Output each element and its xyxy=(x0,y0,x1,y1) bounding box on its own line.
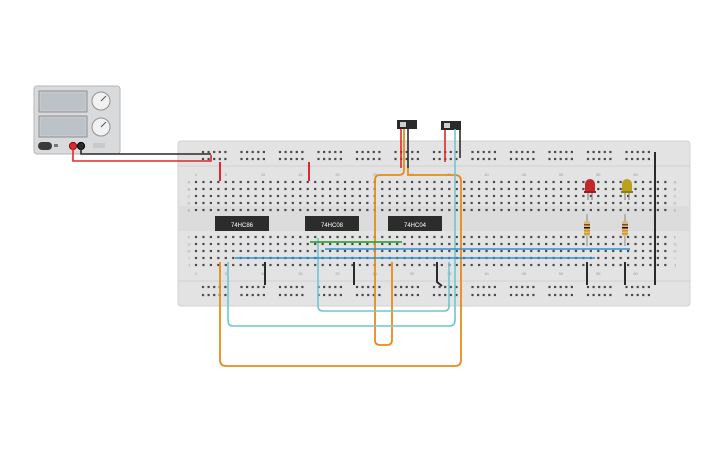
wire-orange-a[interactable] xyxy=(374,129,405,346)
column-number: 60 xyxy=(633,271,638,276)
column-number: 55 xyxy=(596,271,601,276)
column-number: 40 xyxy=(484,271,489,276)
power-switch[interactable] xyxy=(38,142,52,150)
column-number: 60 xyxy=(633,172,638,177)
row-letter: E xyxy=(674,208,677,213)
wire-cyan-b[interactable] xyxy=(317,238,450,312)
row-letter: F xyxy=(188,235,191,240)
column-number: 25 xyxy=(373,172,378,177)
column-number: 10 xyxy=(261,271,266,276)
column-number: 15 xyxy=(298,271,303,276)
row-letter: G xyxy=(673,242,676,247)
rail-plus-label: + xyxy=(203,293,206,298)
column-number: 45 xyxy=(522,172,527,177)
chip-74hc08[interactable]: 74HC08 xyxy=(305,216,359,231)
chip-label-74hc04: 74HC04 xyxy=(404,223,427,229)
column-number: 1 xyxy=(195,172,198,177)
chip-74hc04[interactable]: 74HC04 xyxy=(388,216,442,231)
wire-black-ground[interactable] xyxy=(80,146,211,155)
wire-cyan-a[interactable] xyxy=(227,129,456,327)
row-letter: C xyxy=(674,194,677,199)
rail-minus-label: − xyxy=(203,285,206,290)
row-letter: B xyxy=(674,187,677,192)
column-number: 40 xyxy=(484,172,489,177)
row-letter: J xyxy=(188,263,190,268)
row-letter: H xyxy=(674,249,677,254)
column-number: 10 xyxy=(261,172,266,177)
column-number: 30 xyxy=(410,271,415,276)
column-number: 50 xyxy=(559,271,564,276)
slide-switch-1[interactable] xyxy=(397,120,417,168)
led-red[interactable] xyxy=(584,179,596,200)
row-letter: A xyxy=(674,180,677,185)
column-number: 20 xyxy=(335,271,340,276)
column-number: 5 xyxy=(225,271,228,276)
wire-orange-b[interactable] xyxy=(219,168,462,367)
column-number: 1 xyxy=(195,271,198,276)
row-letter: H xyxy=(188,249,191,254)
resistor-2[interactable] xyxy=(622,214,628,246)
power-supply[interactable] xyxy=(33,85,121,155)
chip-label-74hc86: 74HC86 xyxy=(231,223,254,229)
row-letter: D xyxy=(674,201,677,206)
chip-label-74hc08: 74HC08 xyxy=(321,223,344,229)
row-letter: C xyxy=(188,194,191,199)
wire-black-jumper[interactable] xyxy=(436,262,443,287)
column-number: 50 xyxy=(559,172,564,177)
row-letter: F xyxy=(674,235,677,240)
column-number: 15 xyxy=(298,172,303,177)
column-number: 5 xyxy=(225,172,228,177)
column-number: 20 xyxy=(335,172,340,177)
slide-switch-2[interactable] xyxy=(441,121,461,162)
row-letter: E xyxy=(188,208,191,213)
chip-74hc86[interactable]: 74HC86 xyxy=(215,216,269,231)
led-yellow[interactable] xyxy=(621,179,633,200)
wire-red-power[interactable] xyxy=(72,146,212,162)
resistor-1[interactable] xyxy=(584,214,590,246)
column-number: 45 xyxy=(522,271,527,276)
row-letter: J xyxy=(674,263,676,268)
row-letter: B xyxy=(188,187,191,192)
row-letter: I xyxy=(188,256,189,261)
column-number: 55 xyxy=(596,172,601,177)
row-letter: G xyxy=(187,242,190,247)
row-letter: I xyxy=(674,256,675,261)
row-letter: D xyxy=(188,201,191,206)
row-letter: A xyxy=(188,180,191,185)
